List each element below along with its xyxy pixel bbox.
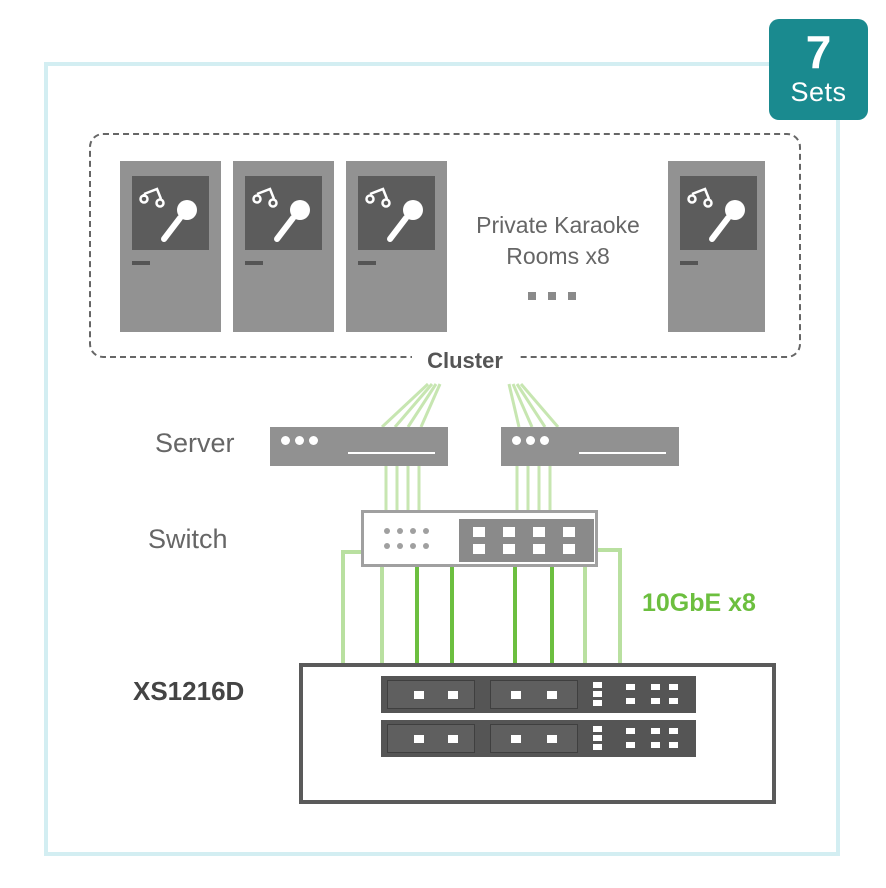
nas-port-row — [381, 676, 696, 713]
link-speed-label: 10GbE x8 — [642, 589, 756, 617]
network-switch — [361, 510, 598, 567]
microphone-icon — [274, 200, 310, 242]
switch-ports — [459, 519, 594, 562]
karaoke-room — [120, 161, 221, 332]
nas-bay — [387, 724, 475, 753]
ellipsis-dots — [528, 292, 576, 300]
room-slot — [245, 261, 263, 265]
room-screen — [358, 176, 435, 250]
room-screen — [680, 176, 757, 250]
nas-bay — [490, 680, 578, 709]
karaoke-room — [233, 161, 334, 332]
server-unit — [501, 427, 679, 466]
rooms-title-line1: Private Karaoke — [476, 212, 640, 238]
sets-badge: 7 Sets — [769, 19, 868, 120]
microphone-icon — [709, 200, 745, 242]
music-note-icon — [687, 187, 713, 208]
nas-bay — [387, 680, 475, 709]
sets-unit: Sets — [790, 77, 847, 107]
rooms-title: Private Karaoke Rooms x8 — [460, 210, 656, 272]
cluster-uplinks — [380, 382, 560, 429]
sets-count: 7 — [805, 26, 832, 78]
rooms-title-line2: Rooms x8 — [506, 243, 610, 269]
room-slot — [132, 261, 150, 265]
server-unit — [270, 427, 448, 466]
microphone-icon — [387, 200, 423, 242]
cluster-label: Cluster — [412, 344, 518, 378]
music-note-icon — [365, 187, 391, 208]
nas-bay — [490, 724, 578, 753]
nas-model-label: XS1216D — [133, 676, 245, 706]
karaoke-room — [668, 161, 765, 332]
music-note-icon — [139, 187, 165, 208]
server-switch-links — [384, 466, 552, 510]
room-screen — [245, 176, 322, 250]
nas-port-row — [381, 720, 696, 757]
music-note-icon — [252, 187, 278, 208]
microphone-icon — [161, 200, 197, 242]
server-label: Server — [155, 428, 235, 458]
room-slot — [680, 261, 698, 265]
room-screen — [132, 176, 209, 250]
switch-label: Switch — [148, 524, 228, 554]
karaoke-room — [346, 161, 447, 332]
diagram-frame — [44, 62, 840, 856]
room-slot — [358, 261, 376, 265]
